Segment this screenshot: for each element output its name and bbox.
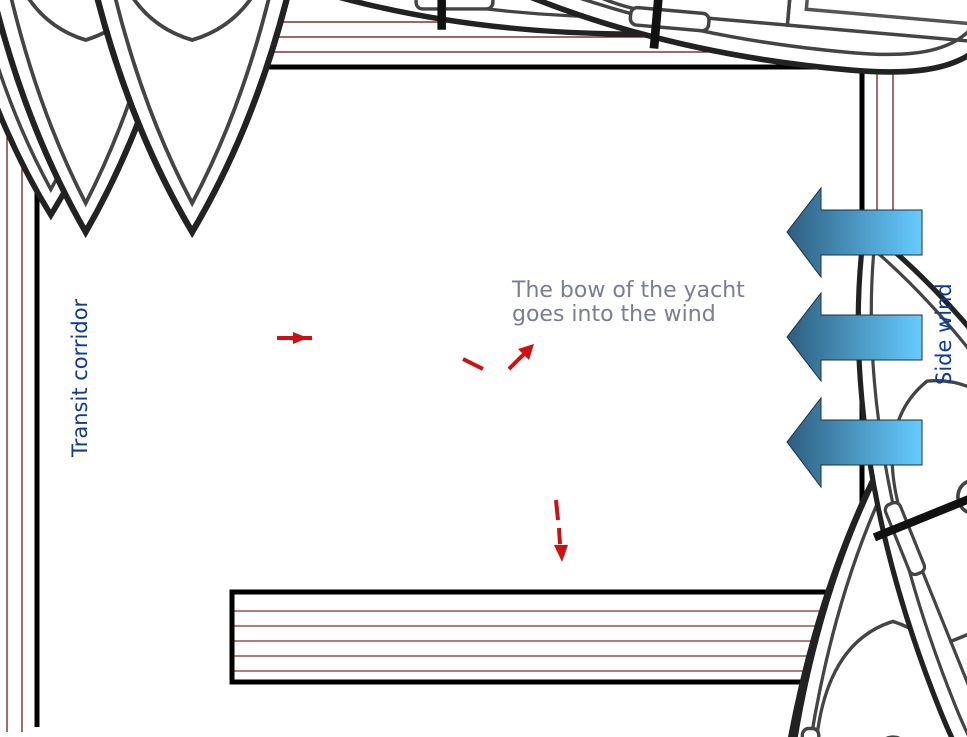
path-dash (462, 357, 484, 371)
top-pier (214, 7, 894, 732)
transit-corridor-label: Transit corridor (68, 298, 92, 458)
pier-plank-line (217, 51, 878, 732)
path-arrow-into-berth (554, 499, 568, 562)
pier-plank-line (217, 36, 894, 732)
wind-arrow (786, 186, 923, 279)
path-arrow-reverse (277, 332, 312, 344)
pier-outline (229, 589, 865, 725)
wind-arrow (786, 291, 923, 383)
wind-arrows (786, 186, 923, 489)
path-arrow-bow-wind (507, 344, 534, 371)
maneuver-path (277, 332, 568, 562)
bottom-pier (229, 589, 865, 725)
annotation-bow-into-wind-line2: goes into the wind (512, 302, 716, 327)
wind-arrow (786, 396, 923, 489)
top-row-yachts (0, 0, 327, 234)
annotation-bow-into-wind-line1: The bow of the yacht (511, 278, 745, 303)
side-wind-label: Side wind (932, 283, 956, 385)
